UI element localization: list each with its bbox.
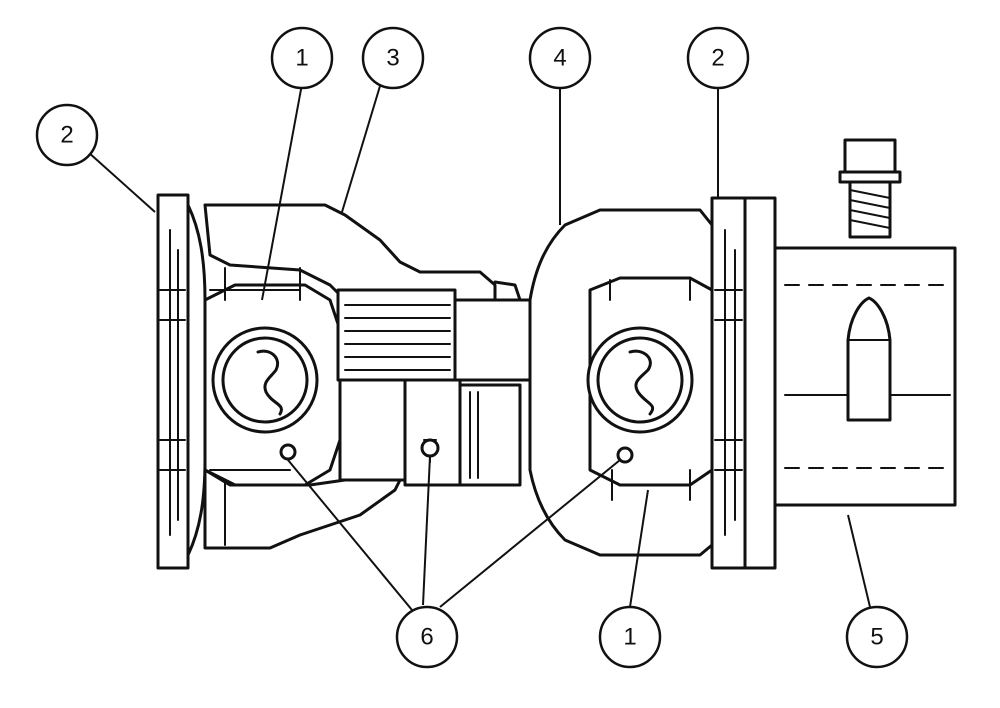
- callout-label: 3: [386, 45, 399, 72]
- callout-label: 1: [295, 45, 308, 72]
- bolt: [838, 138, 902, 239]
- left-yoke: [203, 203, 497, 550]
- callout-c-6: 6: [395, 605, 459, 669]
- callout-label: 2: [60, 122, 73, 149]
- callout-label: 6: [420, 624, 433, 651]
- left-grease-fitting-icon: [279, 443, 297, 461]
- callout-label: 4: [553, 45, 566, 72]
- callout-label: 1: [623, 624, 636, 651]
- callout-c-2-right: 2: [686, 26, 750, 90]
- callout-c-5: 5: [845, 605, 909, 669]
- hub: [773, 246, 957, 507]
- callout-c-3: 3: [361, 26, 425, 90]
- center-shaft: [336, 280, 532, 487]
- callout-c-2-left: 2: [35, 103, 99, 167]
- right-grease-fitting-icon: [616, 446, 634, 464]
- right-flange: [710, 196, 777, 570]
- right-yoke: [528, 208, 714, 557]
- callout-c-4: 4: [528, 26, 592, 90]
- callout-label: 5: [870, 624, 883, 651]
- left-flange: [156, 193, 207, 570]
- callout-label: 2: [711, 45, 724, 72]
- callout-c-1-bottom: 1: [598, 605, 662, 669]
- leader-lines: [87, 83, 871, 611]
- callout-c-1-top: 1: [270, 26, 334, 90]
